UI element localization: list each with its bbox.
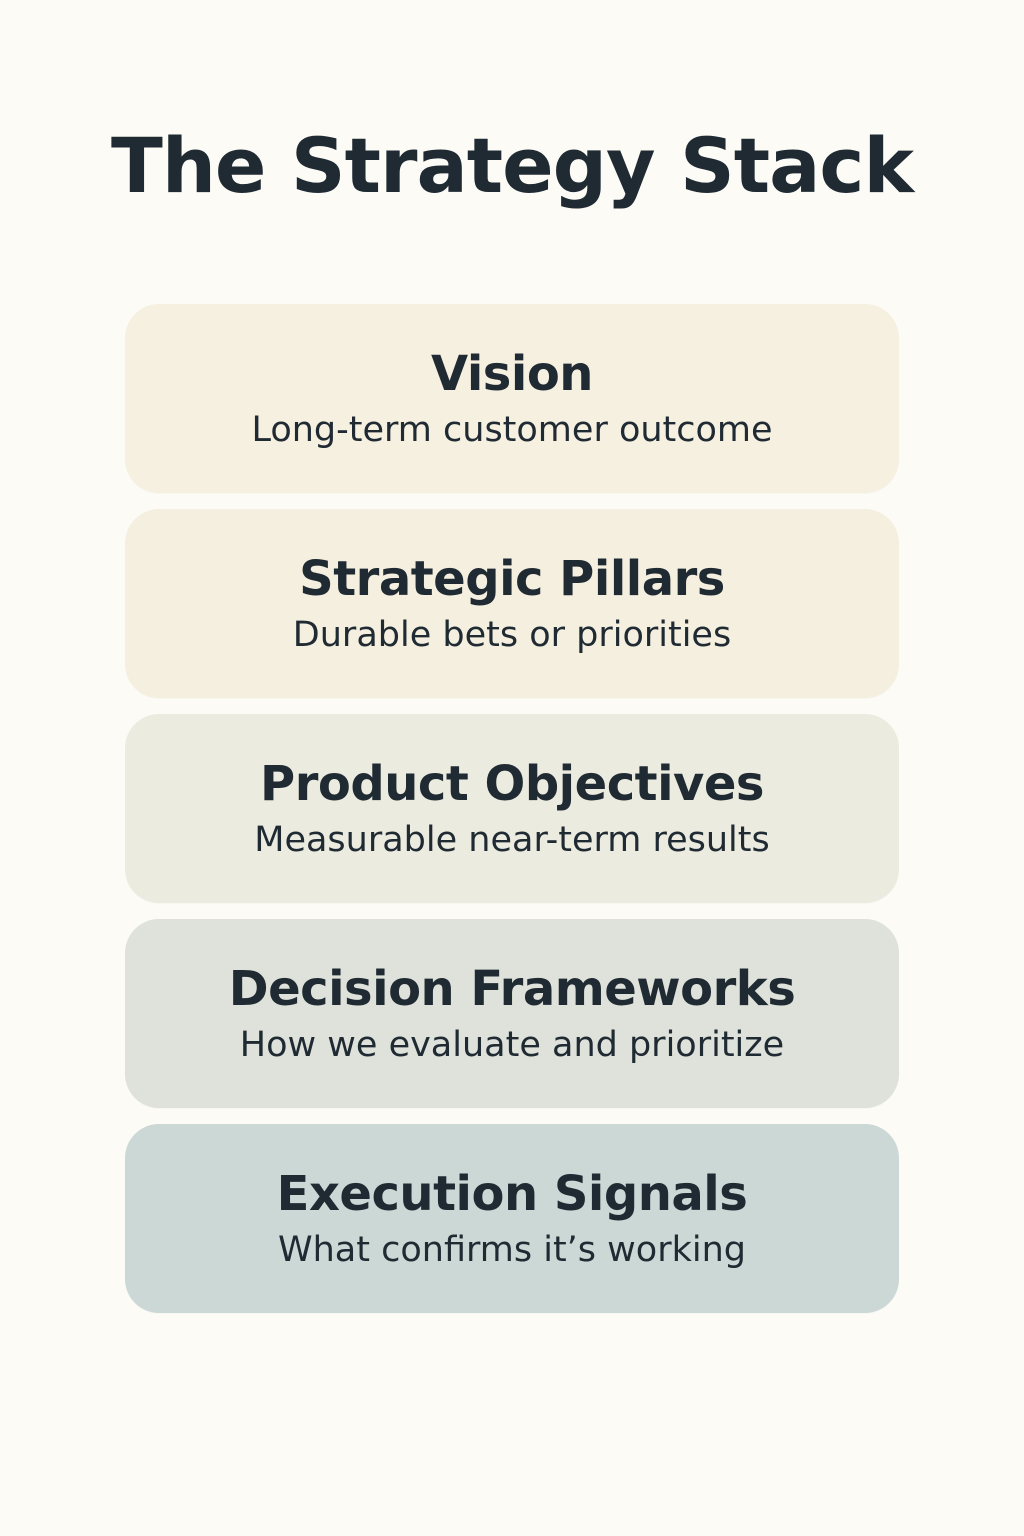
layer-description: Measurable near-term results: [254, 819, 770, 860]
layer-title: Vision: [431, 345, 593, 402]
layer-title: Execution Signals: [276, 1165, 748, 1222]
layer-description: How we evaluate and prioritize: [239, 1024, 785, 1065]
layer-execution-signals: Execution Signals What confirms it’s wor…: [125, 1124, 899, 1313]
layer-description: Durable bets or priorities: [292, 614, 732, 655]
layer-decision-frameworks: Decision Frameworks How we evaluate and …: [125, 919, 899, 1108]
layer-title: Strategic Pillars: [299, 550, 725, 607]
layer-strategic-pillars: Strategic Pillars Durable bets or priori…: [125, 509, 899, 698]
layer-product-objectives: Product Objectives Measurable near-term …: [125, 714, 899, 903]
layer-title: Product Objectives: [260, 755, 764, 812]
page-title: The Strategy Stack: [110, 121, 914, 210]
layer-description: What confirms it’s working: [278, 1229, 746, 1270]
layer-vision: Vision Long-term customer outcome: [125, 304, 899, 493]
strategy-stack: Vision Long-term customer outcome Strate…: [125, 304, 899, 1329]
layer-title: Decision Frameworks: [228, 960, 796, 1017]
layer-description: Long-term customer outcome: [251, 409, 773, 450]
